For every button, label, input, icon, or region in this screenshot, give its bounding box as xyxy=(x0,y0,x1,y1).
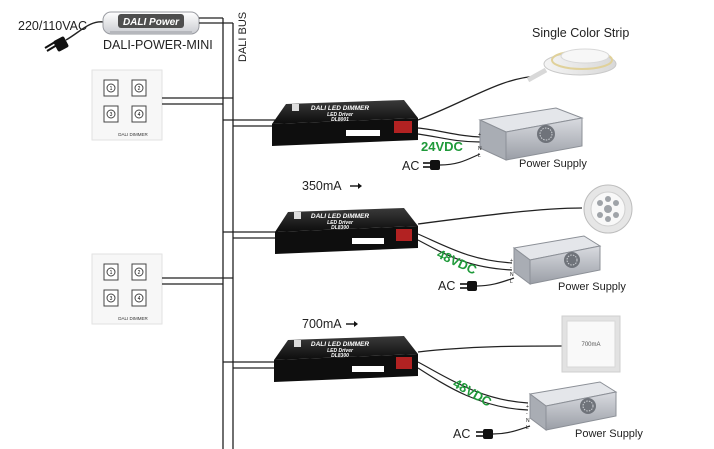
output-voltage: 48VDC xyxy=(451,376,495,410)
svg-text:L: L xyxy=(510,279,513,285)
power-supply-3: + - N L xyxy=(526,381,618,431)
driver-title: DALI LED DIMMER xyxy=(311,341,369,348)
panel-button-2: 2 xyxy=(131,263,147,281)
led-strip-icon xyxy=(526,48,617,83)
panel-button-1: 1 xyxy=(103,263,119,281)
panel-button-4: 4 xyxy=(131,289,147,307)
power-supply-1: + - N L xyxy=(478,107,584,161)
driver-model: DL8001 xyxy=(331,117,349,123)
switch-panel-2: 1 2 3 4 DALI DIMMER xyxy=(91,253,163,325)
driver-subtitle: LED Driver xyxy=(327,112,354,118)
driver-model: DL8300 xyxy=(331,225,349,231)
driver-subtitle: LED Driver xyxy=(327,220,354,226)
svg-text:2: 2 xyxy=(138,270,141,276)
switch-panel-1: 1 2 3 4 DALI DIMMER xyxy=(91,69,163,141)
panel-caption: DALI DIMMER xyxy=(118,316,148,321)
power-supply-2: + - N L xyxy=(510,235,602,285)
ac-plug-icon xyxy=(460,281,477,291)
ac-label: AC xyxy=(402,159,419,173)
panel-button-4: 4 xyxy=(131,105,147,123)
panel-light-icon: 700mA xyxy=(561,315,621,373)
panel-button-3: 3 xyxy=(103,289,119,307)
current-label-2: 700mA xyxy=(302,317,358,331)
driver-title: DALI LED DIMMER xyxy=(311,105,369,112)
led-driver-1: DALI LED DIMMER LED Driver DL8001 xyxy=(272,100,418,146)
svg-text:700mA: 700mA xyxy=(302,317,342,331)
svg-text:L: L xyxy=(478,153,481,159)
power-input-label: 220/110VAC xyxy=(18,19,87,33)
output-voltage: 24VDC xyxy=(421,139,464,154)
svg-text:3: 3 xyxy=(110,296,113,302)
power-supply-label: Power Supply xyxy=(575,428,643,440)
driver-subtitle: LED Driver xyxy=(327,348,354,354)
panel-caption: DALI DIMMER xyxy=(118,132,148,137)
led-driver-3: DALI LED DIMMER LED Driver DL8300 xyxy=(274,336,418,382)
svg-text:-: - xyxy=(526,411,528,417)
downlight-icon xyxy=(583,184,633,234)
svg-text:+: + xyxy=(478,132,481,138)
led-driver-2: DALI LED DIMMER LED Driver DL8300 xyxy=(275,208,418,254)
svg-text:+: + xyxy=(510,258,513,264)
ac-plug-icon xyxy=(476,429,493,439)
power-supply-label: Power Supply xyxy=(558,281,626,293)
svg-text:+: + xyxy=(526,404,529,410)
svg-text:4: 4 xyxy=(138,296,141,302)
power-model-label: DALI-POWER-MINI xyxy=(103,38,213,52)
panel-button-3: 3 xyxy=(103,105,119,123)
svg-text:N: N xyxy=(478,146,482,152)
panel-button-1: 1 xyxy=(103,79,119,97)
svg-text:350mA: 350mA xyxy=(302,179,342,193)
load-label: Single Color Strip xyxy=(532,26,629,40)
svg-text:-: - xyxy=(478,139,480,145)
ac-label: AC xyxy=(453,427,470,441)
svg-text:4: 4 xyxy=(138,112,141,118)
ac-label: AC xyxy=(438,279,455,293)
ac-plug-icon xyxy=(44,36,69,52)
svg-text:2: 2 xyxy=(138,86,141,92)
driver-model: DL8300 xyxy=(331,353,349,359)
power-supply-label: Power Supply xyxy=(519,158,587,170)
current-label-1: 350mA xyxy=(302,179,362,193)
svg-text:1: 1 xyxy=(110,270,113,276)
svg-text:-: - xyxy=(510,265,512,271)
driver-title: DALI LED DIMMER xyxy=(311,213,369,220)
svg-text:N: N xyxy=(510,272,514,278)
ac-plug-icon xyxy=(423,160,440,170)
driver-row-2: DALI LED DIMMER LED Driver DL8300 48VDC xyxy=(223,184,633,293)
bus-label: DALI BUS xyxy=(237,12,249,62)
svg-text:L: L xyxy=(526,425,529,431)
dali-power-unit: 220/110VAC DALI Power DALI-POWER-MINI xyxy=(18,11,233,52)
svg-text:1: 1 xyxy=(110,86,113,92)
svg-text:N: N xyxy=(526,418,530,424)
power-box-label: DALI Power xyxy=(123,17,180,28)
svg-text:3: 3 xyxy=(110,112,113,118)
panel-light-label: 700mA xyxy=(581,342,600,348)
dali-bus: DALI BUS xyxy=(222,12,249,449)
driver-row-3: DALI LED DIMMER LED Driver DL8300 700mA … xyxy=(223,315,643,441)
panel-button-2: 2 xyxy=(131,79,147,97)
driver-row-1: DALI LED DIMMER LED Driver DL8001 Single… xyxy=(223,26,629,173)
